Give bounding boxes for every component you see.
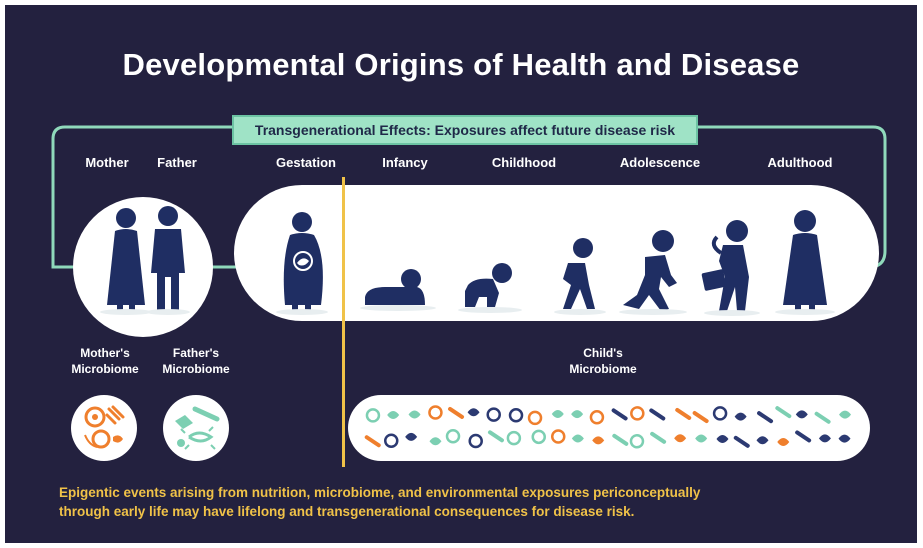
father-microbiome-label: Father's Microbiome: [151, 345, 241, 377]
microbe-icon: [795, 430, 812, 443]
microbe-icon: [384, 433, 399, 449]
father-microbiome-label-line2: Microbiome: [162, 362, 230, 376]
microbe-icon: [508, 408, 524, 423]
microbe-icon: [775, 406, 792, 419]
microbe-icon: [756, 436, 769, 445]
crawling-toddler-icon: [465, 263, 512, 307]
microbe-icon: [712, 406, 728, 421]
mother-microbiome-label-line2: Microbiome: [71, 362, 139, 376]
child-microbiome-label: Child's Microbiome: [553, 345, 653, 377]
microbe-icon: [733, 435, 750, 448]
microbe-icon: [364, 435, 381, 448]
stage-label-childhood: Childhood: [491, 155, 557, 170]
microbe-icon: [589, 410, 605, 425]
microbe-icon: [551, 409, 564, 418]
microbe-icon: [571, 410, 584, 419]
microbe-icon: [675, 407, 692, 420]
microbe-icon: [757, 411, 774, 424]
child-microbiome-panel: [348, 395, 870, 461]
microbe-icon: [408, 410, 421, 419]
footer-line-1: Epigentic events arising from nutrition,…: [59, 485, 701, 500]
life-course-panel: [234, 185, 879, 321]
stage-label-gestation: Gestation: [276, 155, 336, 170]
microbe-icon: [571, 434, 584, 443]
microbe-icon: [838, 434, 851, 443]
microbe-icon: [487, 430, 504, 443]
microbe-icon: [527, 410, 543, 426]
microbe-icon: [839, 410, 852, 419]
footer-line-2: through early life may have lifelong and…: [59, 504, 635, 519]
microbe-icon: [550, 429, 566, 444]
microbe-icon: [629, 434, 645, 449]
stage-label-infancy: Infancy: [382, 155, 428, 170]
microbe-icon: [429, 437, 442, 446]
microbe-icon: [692, 411, 709, 424]
fetus-icon: [293, 251, 313, 271]
stage-label-mother: Mother: [85, 155, 129, 170]
microbe-icon: [428, 405, 443, 420]
microbe-icon: [814, 411, 831, 424]
adult-figure-icon: [783, 210, 827, 311]
mother-figure-icon: [107, 208, 145, 311]
microbe-icon: [818, 434, 831, 443]
child-microbe-pattern: [364, 405, 852, 449]
stage-label-adulthood: Adulthood: [767, 155, 833, 170]
microbe-icon: [405, 432, 418, 441]
microbe-icon: [448, 406, 465, 419]
microbe-icon: [506, 430, 522, 446]
walking-child-icon: [563, 238, 595, 309]
mother-microbiome-circle: [71, 395, 137, 461]
figures: [100, 206, 835, 316]
microbe-icon: [649, 408, 666, 421]
microbe-icon: [445, 428, 461, 444]
stage-label-adolescence: Adolescence: [619, 155, 701, 170]
microbe-icon: [592, 436, 605, 445]
microbe-icon: [467, 408, 480, 417]
father-microbiome-label-line1: Father's: [172, 346, 220, 360]
birth-divider: [342, 177, 345, 467]
mother-microbiome-label: Mother's Microbiome: [63, 345, 147, 377]
father-figure-icon: [151, 206, 185, 311]
microbe-icon: [486, 407, 501, 422]
microbe-icon: [630, 406, 645, 421]
microbe-icon: [650, 431, 667, 444]
infant-icon: [365, 269, 425, 305]
microbe-icon: [531, 429, 546, 445]
transgenerational-banner: Transgenerational Effects: Exposures aff…: [232, 115, 698, 145]
microbe-icon: [777, 437, 790, 446]
microbe-cluster-icon: [84, 405, 125, 449]
student-with-bag-icon: [701, 220, 749, 311]
stage-label-father: Father: [157, 155, 197, 170]
child-microbiome-label-line1: Child's: [583, 346, 623, 360]
microbe-icon: [611, 408, 628, 421]
microbe-icon: [387, 411, 400, 420]
microbe-icon: [716, 434, 729, 443]
microbe-icon: [734, 412, 747, 421]
father-microbiome-circle: [163, 395, 229, 461]
infographic: Developmental Origins of Health and Dise…: [5, 5, 917, 543]
microbe-cluster-icon: [175, 406, 220, 450]
mother-microbiome-label-line1: Mother's: [80, 346, 130, 360]
footer-note: Epigentic events arising from nutrition,…: [59, 483, 819, 521]
microbe-icon: [612, 433, 629, 446]
microbe-icon: [674, 434, 687, 443]
page-title: Developmental Origins of Health and Dise…: [122, 47, 800, 82]
microbe-icon: [365, 408, 381, 423]
microbe-icon: [795, 410, 808, 419]
child-microbiome-label-line2: Microbiome: [569, 362, 637, 376]
microbe-icon: [695, 434, 708, 443]
microbe-icon: [468, 433, 483, 449]
adolescent-icon: [623, 230, 677, 311]
